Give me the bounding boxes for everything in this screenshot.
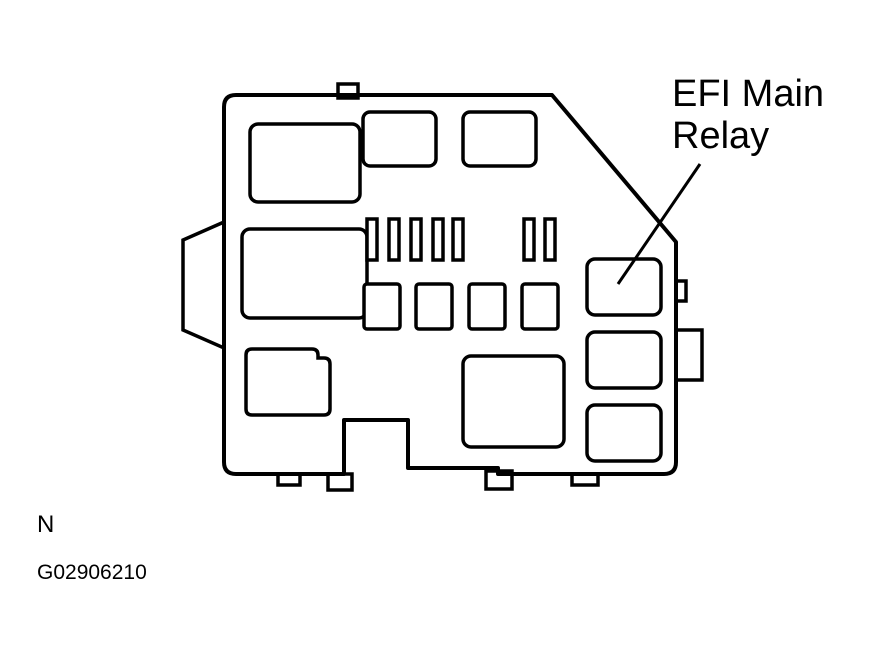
relay-top-right [461, 110, 538, 168]
figure-code: G02906210 [37, 561, 147, 584]
mini-fuse [543, 217, 557, 262]
callout-label-line1: EFI Main [672, 73, 824, 115]
mini-fuses [365, 217, 557, 262]
efi-main-relay [585, 257, 663, 317]
relay-bottom-left [244, 347, 332, 417]
square-fuse [467, 282, 507, 331]
housing-tabs [181, 82, 704, 492]
relay-bottom-center [461, 354, 566, 449]
mini-fuse [451, 217, 465, 262]
mini-fuse [522, 217, 536, 262]
right-connector [674, 328, 704, 382]
square-fuse [520, 282, 560, 331]
relay-top-center [361, 110, 438, 168]
bottom-tab-2 [326, 472, 354, 492]
left-connector [181, 219, 226, 351]
mini-fuse [409, 217, 423, 262]
orientation-label: N [37, 511, 54, 538]
relay-mid-left [240, 227, 369, 320]
relay-right-middle [585, 330, 663, 390]
callout-label-line2: Relay [672, 115, 769, 157]
square-fuse [414, 282, 454, 331]
callout-leader-line [616, 163, 702, 285]
square-fuse [362, 282, 402, 331]
relay-right-bottom [585, 403, 663, 463]
fuse-box-outline [222, 93, 678, 476]
mini-fuse [431, 217, 445, 262]
relay-top-left [248, 122, 362, 204]
mini-fuse [365, 217, 379, 262]
square-fuses [362, 282, 560, 331]
mini-fuse [387, 217, 401, 262]
